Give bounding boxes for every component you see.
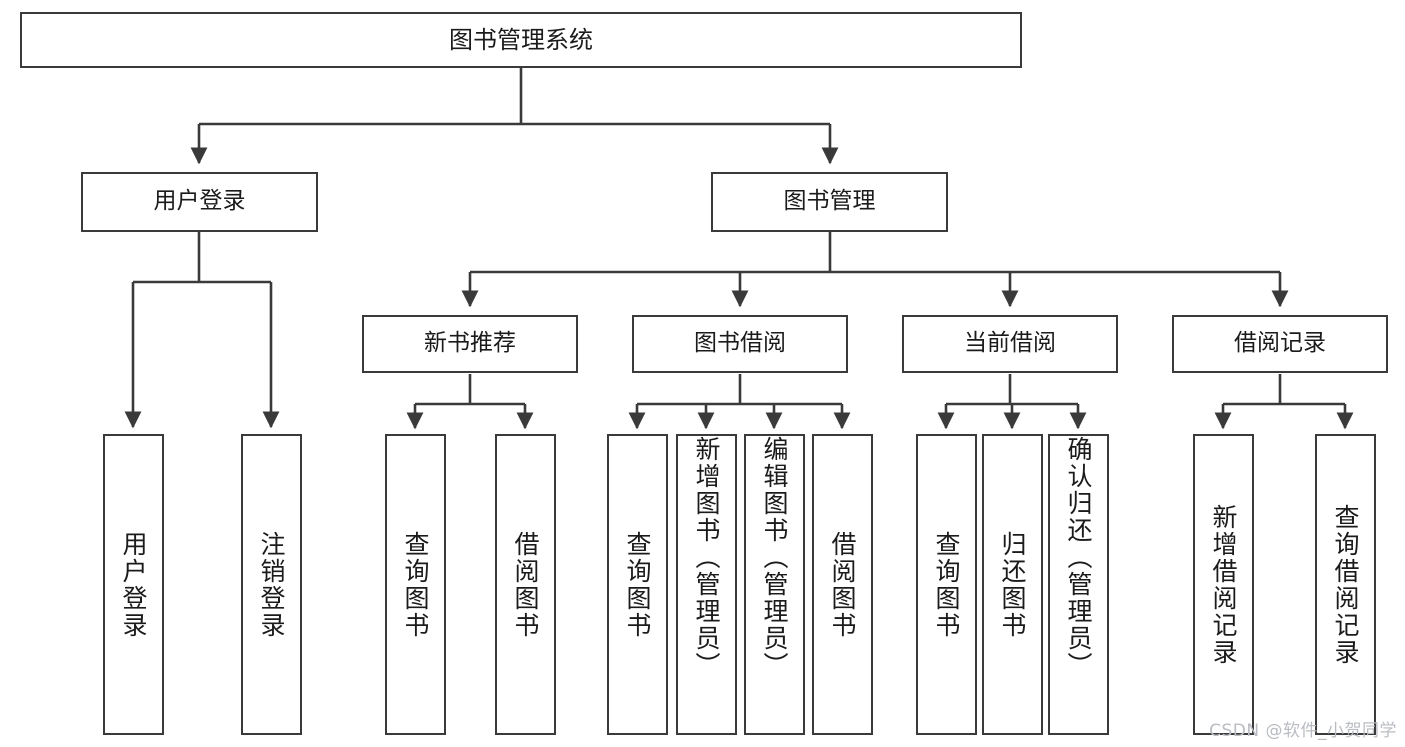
node-borrow-record-label: 借阅记录 (1234, 330, 1326, 357)
node-book-manage[interactable]: 图书管理 (711, 172, 948, 232)
node-book-manage-label: 图书管理 (783, 188, 876, 215)
leaf-query-book-3-label: 查询图书 (932, 530, 961, 639)
leaf-user-login-label: 用户登录 (119, 530, 148, 639)
node-book-borrow-label: 图书借阅 (694, 330, 786, 357)
node-user-login-label: 用户登录 (153, 188, 246, 215)
leaf-borrow-book-2-label: 借阅图书 (828, 530, 857, 639)
node-user-login[interactable]: 用户登录 (81, 172, 318, 232)
node-current-borrow[interactable]: 当前借阅 (902, 315, 1118, 373)
leaf-query-book-2-label: 查询图书 (623, 530, 652, 639)
leaf-add-record[interactable]: 新增借阅记录 (1193, 434, 1254, 735)
node-new-book-recommend[interactable]: 新书推荐 (362, 315, 578, 373)
leaf-query-record-label: 查询借阅记录 (1331, 503, 1360, 666)
leaf-borrow-book-1[interactable]: 借阅图书 (495, 434, 556, 735)
watermark: CSDN @软件_小贺同学 (1209, 721, 1397, 741)
leaf-add-record-label: 新增借阅记录 (1209, 503, 1238, 666)
leaf-query-book-1-label: 查询图书 (401, 530, 430, 639)
leaf-query-record[interactable]: 查询借阅记录 (1315, 434, 1376, 735)
leaf-confirm-return-label: 确认归还（管理员） (1064, 436, 1093, 679)
node-root-label: 图书管理系统 (449, 25, 593, 54)
leaf-borrow-book-1-label: 借阅图书 (511, 530, 540, 639)
leaf-logout[interactable]: 注销登录 (241, 434, 302, 735)
node-current-borrow-label: 当前借阅 (964, 330, 1056, 357)
leaf-query-book-1[interactable]: 查询图书 (385, 434, 446, 735)
leaf-return-book[interactable]: 归还图书 (982, 434, 1043, 735)
leaf-user-login[interactable]: 用户登录 (103, 434, 164, 735)
node-borrow-record[interactable]: 借阅记录 (1172, 315, 1388, 373)
leaf-borrow-book-2[interactable]: 借阅图书 (812, 434, 873, 735)
leaf-logout-label: 注销登录 (257, 530, 286, 639)
leaf-query-book-3[interactable]: 查询图书 (916, 434, 977, 735)
leaf-return-book-label: 归还图书 (998, 530, 1027, 639)
leaf-add-book[interactable]: 新增图书（管理员） (676, 434, 737, 735)
leaf-edit-book-label: 编辑图书（管理员） (760, 436, 789, 679)
node-root[interactable]: 图书管理系统 (20, 12, 1022, 68)
leaf-query-book-2[interactable]: 查询图书 (607, 434, 668, 735)
leaf-confirm-return[interactable]: 确认归还（管理员） (1048, 434, 1109, 735)
node-book-borrow[interactable]: 图书借阅 (632, 315, 848, 373)
leaf-add-book-label: 新增图书（管理员） (692, 436, 721, 679)
node-new-book-recommend-label: 新书推荐 (424, 330, 516, 357)
leaf-edit-book[interactable]: 编辑图书（管理员） (744, 434, 805, 735)
